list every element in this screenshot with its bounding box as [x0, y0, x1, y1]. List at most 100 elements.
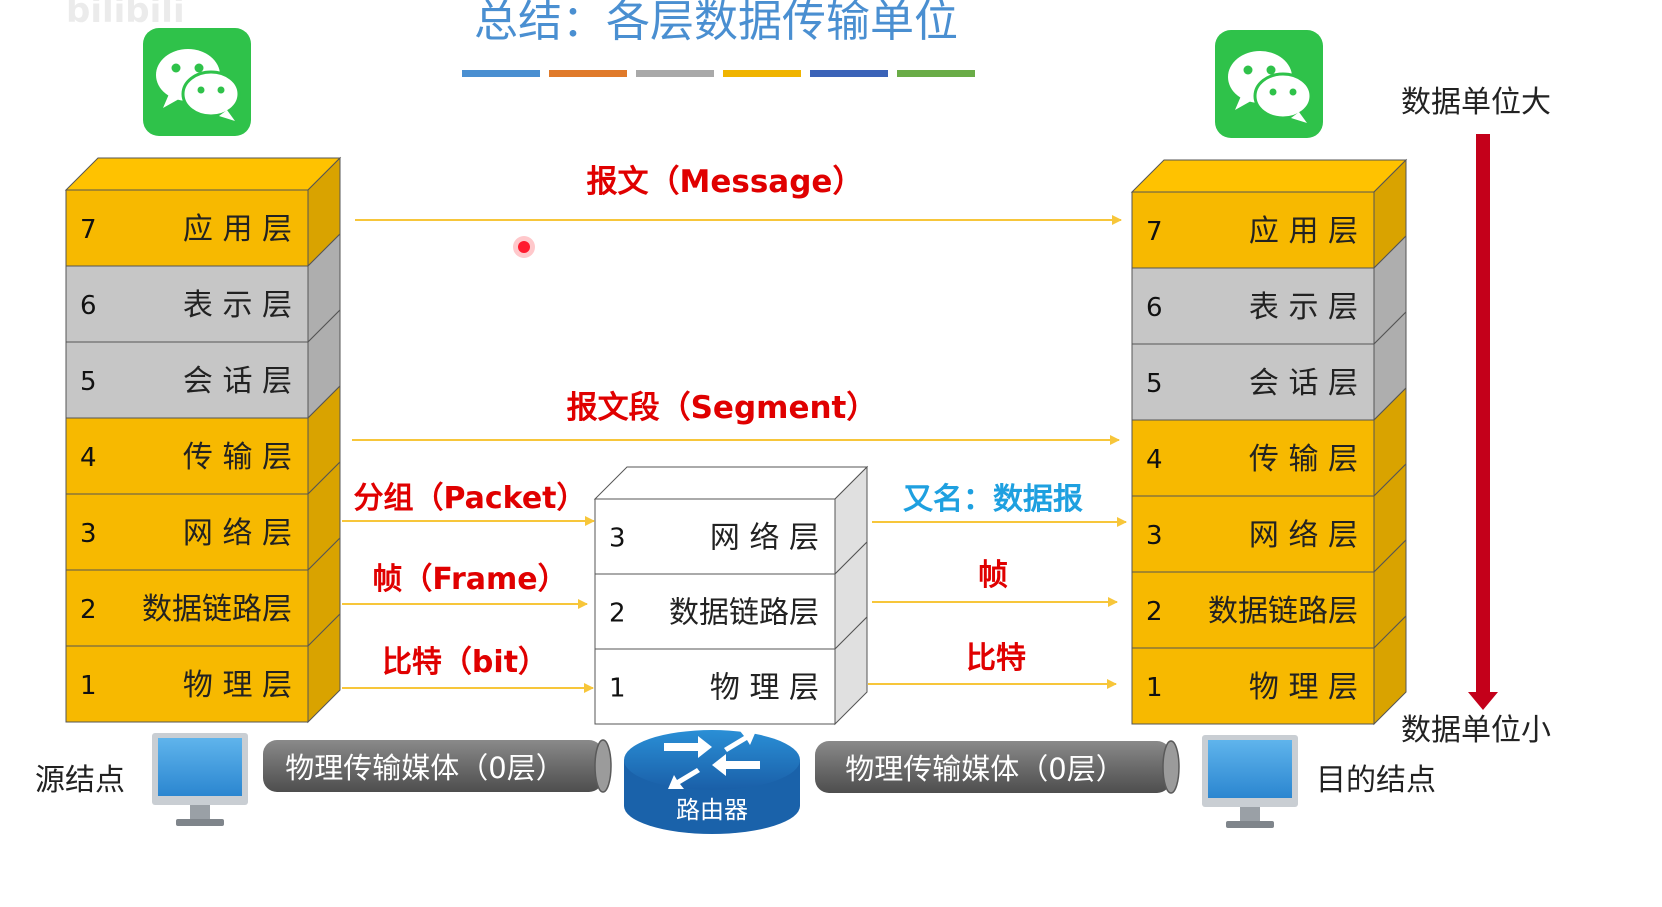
title-underline-segment	[636, 70, 714, 77]
layer-number: 5	[80, 367, 97, 397]
layer-number: 2	[80, 595, 97, 625]
layer-number: 4	[1146, 445, 1163, 475]
layer-name: 表 示 层	[1249, 290, 1358, 325]
layer-number: 6	[80, 291, 97, 321]
stack-top-face	[593, 466, 869, 500]
layer-front-face	[1131, 647, 1375, 725]
layer-side-face	[1373, 614, 1407, 726]
layer-number: 6	[1146, 293, 1163, 323]
frame-unit-label: 帧（Frame）	[372, 562, 567, 597]
layer-row: 1 物 理 层	[1131, 614, 1407, 726]
router-layer-stack: 3 网 络 层 2 数据链路层 1 物 理 层	[593, 465, 869, 726]
layer-name: 物 理 层	[710, 671, 819, 706]
layer-number: 1	[609, 674, 626, 704]
destination-node-label: 目的结点	[1316, 763, 1436, 798]
layer-name: 网 络 层	[1249, 518, 1358, 553]
layer-name: 会 话 层	[1249, 366, 1358, 401]
layer-name: 传 输 层	[1249, 442, 1358, 477]
layer-front-face	[65, 493, 309, 571]
layer-name: 物 理 层	[1249, 670, 1358, 705]
layer-row: 3 网 络 层	[594, 465, 868, 576]
page-title: 总结：各层数据传输单位	[474, 0, 958, 47]
layer-row: 3 网 络 层	[1131, 462, 1407, 574]
computer-icon	[152, 733, 248, 826]
layer-side-face	[834, 615, 868, 726]
message-unit-label: 报文（Message）	[587, 164, 864, 200]
layer-row: 4 传 输 层	[1131, 386, 1407, 498]
layer-number: 2	[609, 599, 626, 629]
layer-front-face	[65, 645, 309, 723]
packet-unit-label: 分组（Packet）	[353, 481, 586, 516]
layer-front-face	[594, 648, 836, 725]
layer-front-face	[1131, 343, 1375, 421]
title-underline-segment	[897, 70, 975, 77]
size-large-label: 数据单位大	[1401, 85, 1551, 120]
layer-row: 2 数据链路层	[65, 536, 341, 648]
title-underline	[462, 70, 975, 77]
layer-number: 1	[80, 671, 97, 701]
bit-unit-label: 比特（bit）	[382, 645, 548, 680]
layer-row: 5 会 话 层	[65, 308, 341, 420]
title-underline-segment	[810, 70, 888, 77]
layer-name: 物 理 层	[183, 668, 292, 703]
unit-labels: 报文（Message） 报文段（Segment） 分组（Packet） 帧（Fr…	[353, 164, 1083, 680]
stack-top-face	[1130, 159, 1408, 193]
layer-side-face	[307, 612, 341, 724]
layer-number: 5	[1146, 369, 1163, 399]
physical-medium-right: 物理传输媒体（0层）	[815, 740, 1180, 794]
wechat-icon	[1215, 30, 1323, 138]
laser-pointer-dot	[513, 236, 535, 258]
title-underline-segment	[549, 70, 627, 77]
physical-medium-label: 物理传输媒体（0层）	[285, 751, 564, 785]
layer-row: 2 数据链路层	[1131, 538, 1407, 650]
size-small-label: 数据单位小	[1401, 713, 1551, 748]
frame-short-label: 帧	[978, 558, 1008, 593]
title-underline-segment	[723, 70, 801, 77]
layer-row: 3 网 络 层	[65, 460, 341, 572]
layer-name: 应 用 层	[1249, 214, 1358, 249]
layer-number: 2	[1146, 597, 1163, 627]
layer-name: 数据链路层	[142, 592, 292, 627]
layer-name: 应 用 层	[183, 212, 292, 247]
source-node-label: 源结点	[35, 763, 125, 798]
layer-front-face	[65, 341, 309, 419]
layer-name: 会 话 层	[183, 364, 292, 399]
layer-row: 1 物 理 层	[594, 615, 868, 726]
physical-medium-left: 物理传输媒体（0层）	[263, 739, 612, 793]
layer-number: 7	[1146, 217, 1163, 247]
layer-name: 网 络 层	[183, 516, 292, 551]
physical-medium-label: 物理传输媒体（0层）	[845, 752, 1124, 786]
layer-number: 3	[80, 519, 97, 549]
layer-row: 1 物 理 层	[65, 612, 341, 724]
bilibili-watermark: bilibili	[66, 0, 185, 31]
layer-row: 6 表 示 层	[1131, 234, 1407, 346]
computer-icon	[1202, 735, 1298, 828]
layer-number: 3	[1146, 521, 1163, 551]
layer-front-face	[65, 417, 309, 495]
router-label: 路由器	[676, 796, 748, 824]
layer-name: 网 络 层	[710, 521, 819, 556]
segment-unit-label: 报文段（Segment）	[567, 390, 878, 426]
layer-name: 数据链路层	[669, 596, 819, 631]
router-icon: 路由器	[624, 730, 800, 834]
layer-row: 2 数据链路层	[594, 540, 868, 651]
wechat-icon	[143, 28, 251, 136]
layer-front-face	[65, 569, 309, 647]
size-direction-arrow	[1468, 134, 1498, 710]
layer-number: 1	[1146, 673, 1163, 703]
layer-name: 数据链路层	[1208, 594, 1358, 629]
layer-number: 4	[80, 443, 97, 473]
layer-name: 表 示 层	[183, 288, 292, 323]
layer-front-face	[1131, 267, 1375, 345]
stack-top-face	[64, 157, 342, 191]
layer-number: 3	[609, 524, 626, 554]
destination-node-layer-stack: 7 应 用 层 6 表 示 层 5 会 话 层 4 传 输 层 3 网 络 层 2 数据链路层 1 物 理…	[1130, 158, 1408, 726]
layer-name: 传 输 层	[183, 440, 292, 475]
layer-front-face	[1131, 191, 1375, 269]
datagram-alias-label: 又名：数据报	[903, 482, 1083, 517]
layer-front-face	[1131, 419, 1375, 497]
bit-short-label: 比特	[966, 641, 1026, 676]
